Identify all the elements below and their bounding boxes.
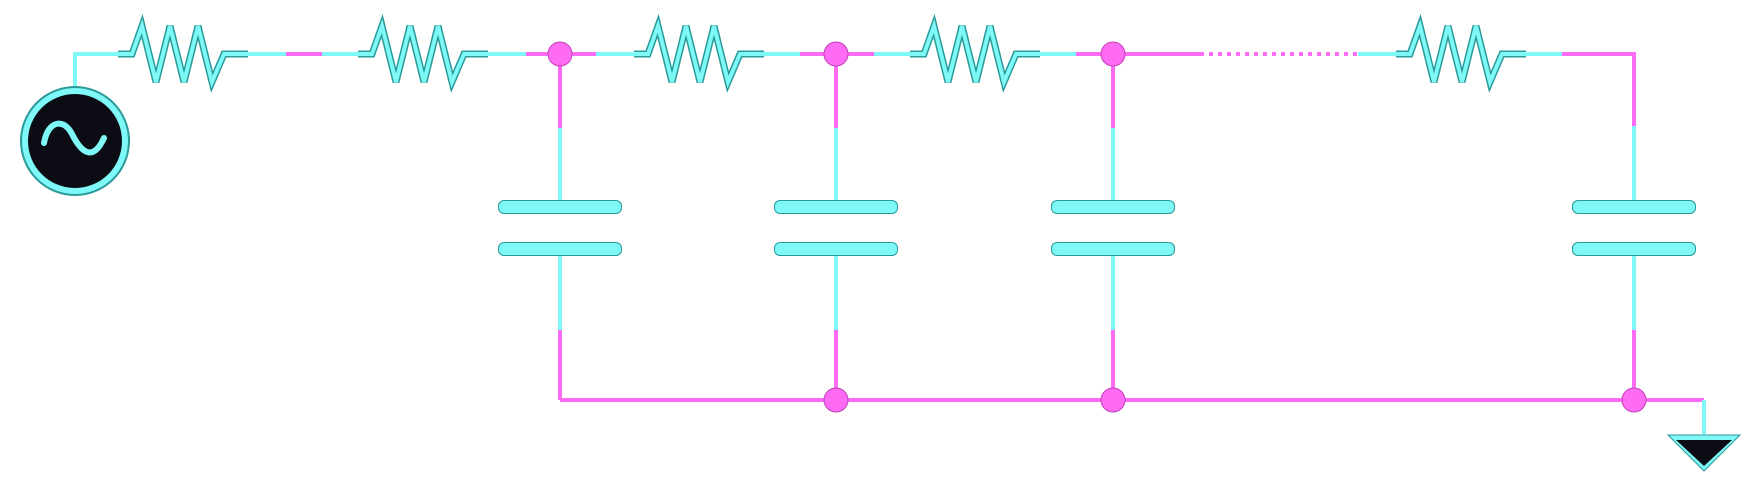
resistor-r4 <box>910 26 1040 82</box>
junction-node <box>823 387 849 413</box>
capacitor-c4-branch <box>1572 126 1696 400</box>
capacitor-c1-branch <box>498 54 622 400</box>
junction-node <box>823 41 849 67</box>
resistor-r3 <box>634 26 764 82</box>
capacitor-c1 <box>498 200 622 256</box>
junction-node <box>1100 41 1126 67</box>
top-rail-wires <box>73 52 1636 126</box>
capacitor-c3 <box>1051 200 1175 256</box>
ground-icon <box>1666 434 1742 472</box>
resistor-r2 <box>358 26 488 82</box>
resistor-r1 <box>118 26 248 82</box>
junction-node <box>547 41 573 67</box>
ac-sine-source-icon <box>20 86 130 196</box>
capacitor-c3-branch <box>1051 54 1175 400</box>
capacitor-c4 <box>1572 200 1696 256</box>
junction-nodes <box>547 41 1647 413</box>
bottom-rail-wire <box>560 398 1706 434</box>
junction-node <box>1100 387 1126 413</box>
capacitor-c2 <box>774 200 898 256</box>
junction-node <box>1621 387 1647 413</box>
capacitor-c2-branch <box>774 54 898 400</box>
resistor-r5 <box>1396 26 1526 82</box>
